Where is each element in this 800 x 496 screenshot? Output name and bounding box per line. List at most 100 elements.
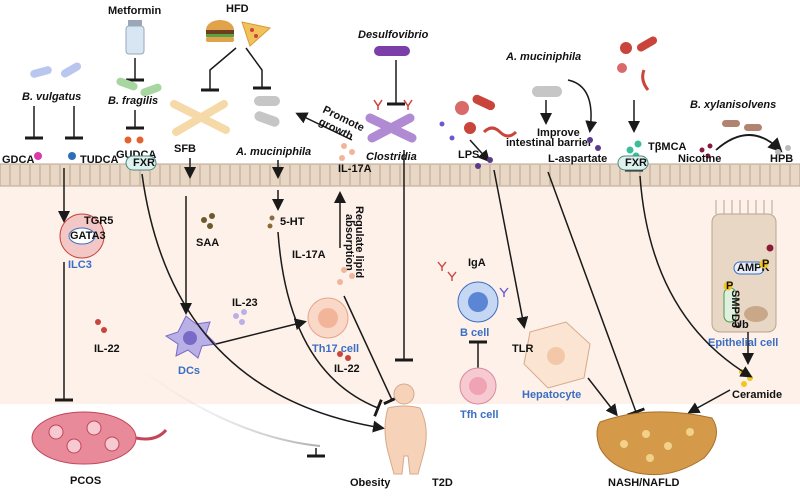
5ht-molecule	[269, 215, 275, 221]
lps-molecule	[487, 157, 493, 163]
l-aspartate-label: L-aspartate	[548, 153, 607, 165]
gudca-molecule	[136, 136, 144, 144]
nicotine-molecule	[699, 147, 705, 153]
b-fragilis-bacteria	[116, 77, 162, 97]
b-vulgatus-label: B. vulgatus	[22, 91, 81, 103]
hpb-molecule	[785, 145, 791, 151]
il17a-mid-label: IL-17A	[292, 249, 326, 261]
tudca-molecule	[68, 152, 76, 160]
tbmca-molecule	[634, 140, 642, 148]
gdca-label: GDCA	[2, 154, 34, 166]
th17-cell	[307, 297, 349, 339]
dcs-label: DCs	[178, 365, 200, 377]
obesity-figure	[384, 383, 427, 475]
activate-arrow	[687, 389, 731, 414]
tbmca-molecule	[626, 146, 634, 154]
ceramide-label: Ceramide	[732, 389, 782, 401]
l-aspartate-molecule	[595, 145, 601, 151]
il23-label: IL-23	[232, 297, 258, 309]
obesity-label: Obesity	[350, 477, 391, 489]
saa-molecule	[207, 223, 213, 229]
il17a-molecule	[341, 143, 347, 149]
absorption-label: absorption	[343, 214, 355, 271]
tbmca-bacteria-cluster	[617, 36, 658, 91]
il22-molecule	[337, 351, 343, 357]
epithelial-label: Epithelial cell	[708, 337, 778, 349]
tfh-cell	[459, 367, 497, 405]
ub-label: Ub	[734, 319, 749, 331]
clostridia-bacteria	[365, 113, 417, 143]
inhibit-arrow	[343, 295, 401, 406]
activate-arrow	[715, 134, 783, 153]
ceramide-molecule	[741, 381, 747, 387]
regulate-lipid-label: Regulate lipid	[353, 206, 365, 278]
inhibit-arrow	[277, 231, 383, 417]
nicotine-label: Nicotine	[678, 153, 721, 165]
saa-molecule	[201, 217, 207, 223]
il17a-molecule	[349, 149, 355, 155]
saa-label: SAA	[196, 237, 219, 249]
epithelium-band	[0, 163, 800, 187]
b-xylanisolvens-bacteria	[722, 120, 762, 131]
il17a-molecule	[339, 155, 345, 161]
tudca-label: TUDCA	[80, 154, 119, 166]
nicotine-molecule	[705, 153, 711, 159]
fxr-right-receptor: FXR	[617, 155, 649, 171]
il17a-molecule	[349, 273, 355, 279]
metformin-label: Metformin	[108, 5, 161, 17]
pcos-ovary	[31, 411, 168, 465]
metformin-vial-icon	[125, 20, 145, 55]
gata3-label: GATA3	[70, 230, 106, 242]
b-fragilis-label: B. fragilis	[108, 95, 158, 107]
hepatocyte-label: Hepatocyte	[522, 389, 581, 401]
desulfovibrio-label: Desulfovibrio	[358, 29, 429, 41]
tbmca-label: TβMCA	[648, 141, 687, 153]
b-vulgatus-bacteria	[30, 62, 82, 78]
il22-molecule	[95, 319, 101, 325]
activate-arrow	[567, 79, 598, 133]
il17a-molecule	[337, 279, 343, 285]
b-cell-label: B cell	[460, 327, 489, 339]
activate-arrow	[469, 139, 491, 163]
sfb-bacteria	[170, 100, 230, 136]
il23-molecule	[233, 313, 239, 319]
hpb-label: HPB	[770, 153, 793, 165]
l-aspartate-molecule	[587, 137, 593, 143]
phospho-badge	[759, 259, 769, 269]
nash-label: NASH/NAFLD	[608, 477, 680, 489]
lps-label: LPS	[458, 149, 479, 161]
5ht-molecule	[267, 223, 273, 229]
svg-text:FXR: FXR	[625, 157, 647, 169]
a-muciniphila-right-bacteria	[532, 86, 562, 97]
antibody-cluster	[437, 261, 509, 297]
il23-molecule	[241, 309, 247, 315]
sfb-label: SFB	[174, 143, 196, 155]
tlr-label: TLR	[512, 343, 533, 355]
nash-liver	[596, 411, 717, 476]
a-muciniphila-mid-label: A. muciniphila	[235, 146, 311, 158]
il17a-top-label: IL-17A	[338, 163, 372, 175]
pcos-label: PCOS	[70, 475, 101, 487]
a-muciniphila-bacteria	[254, 96, 280, 127]
il22-left-label: IL-22	[94, 343, 120, 355]
intestinal-barrier-label: intestinal barrier	[506, 137, 593, 149]
pizza-icon	[241, 21, 272, 47]
ilc3-label: ILC3	[68, 259, 92, 271]
improve-label: Improve	[537, 127, 580, 139]
5ht-label: 5-HT	[280, 216, 305, 228]
il22-molecule	[101, 327, 107, 333]
phospho-label: P	[726, 280, 733, 292]
fxr-left-receptor: FXR	[125, 155, 157, 171]
lps-bacteria-cluster	[439, 94, 518, 141]
il22-to-obesity-line	[109, 345, 321, 447]
activate-arrow	[215, 318, 307, 345]
activate-arrow	[493, 169, 529, 329]
a-muciniphila-right-label: A. muciniphila	[505, 51, 581, 63]
inhibit-arrow	[547, 171, 645, 417]
saa-molecule	[209, 213, 215, 219]
svg-text:SMPD3: SMPD3	[729, 290, 741, 328]
gudca-molecule	[124, 136, 132, 144]
b-xylanisolvens-label: B. xylanisolvens	[690, 99, 776, 111]
